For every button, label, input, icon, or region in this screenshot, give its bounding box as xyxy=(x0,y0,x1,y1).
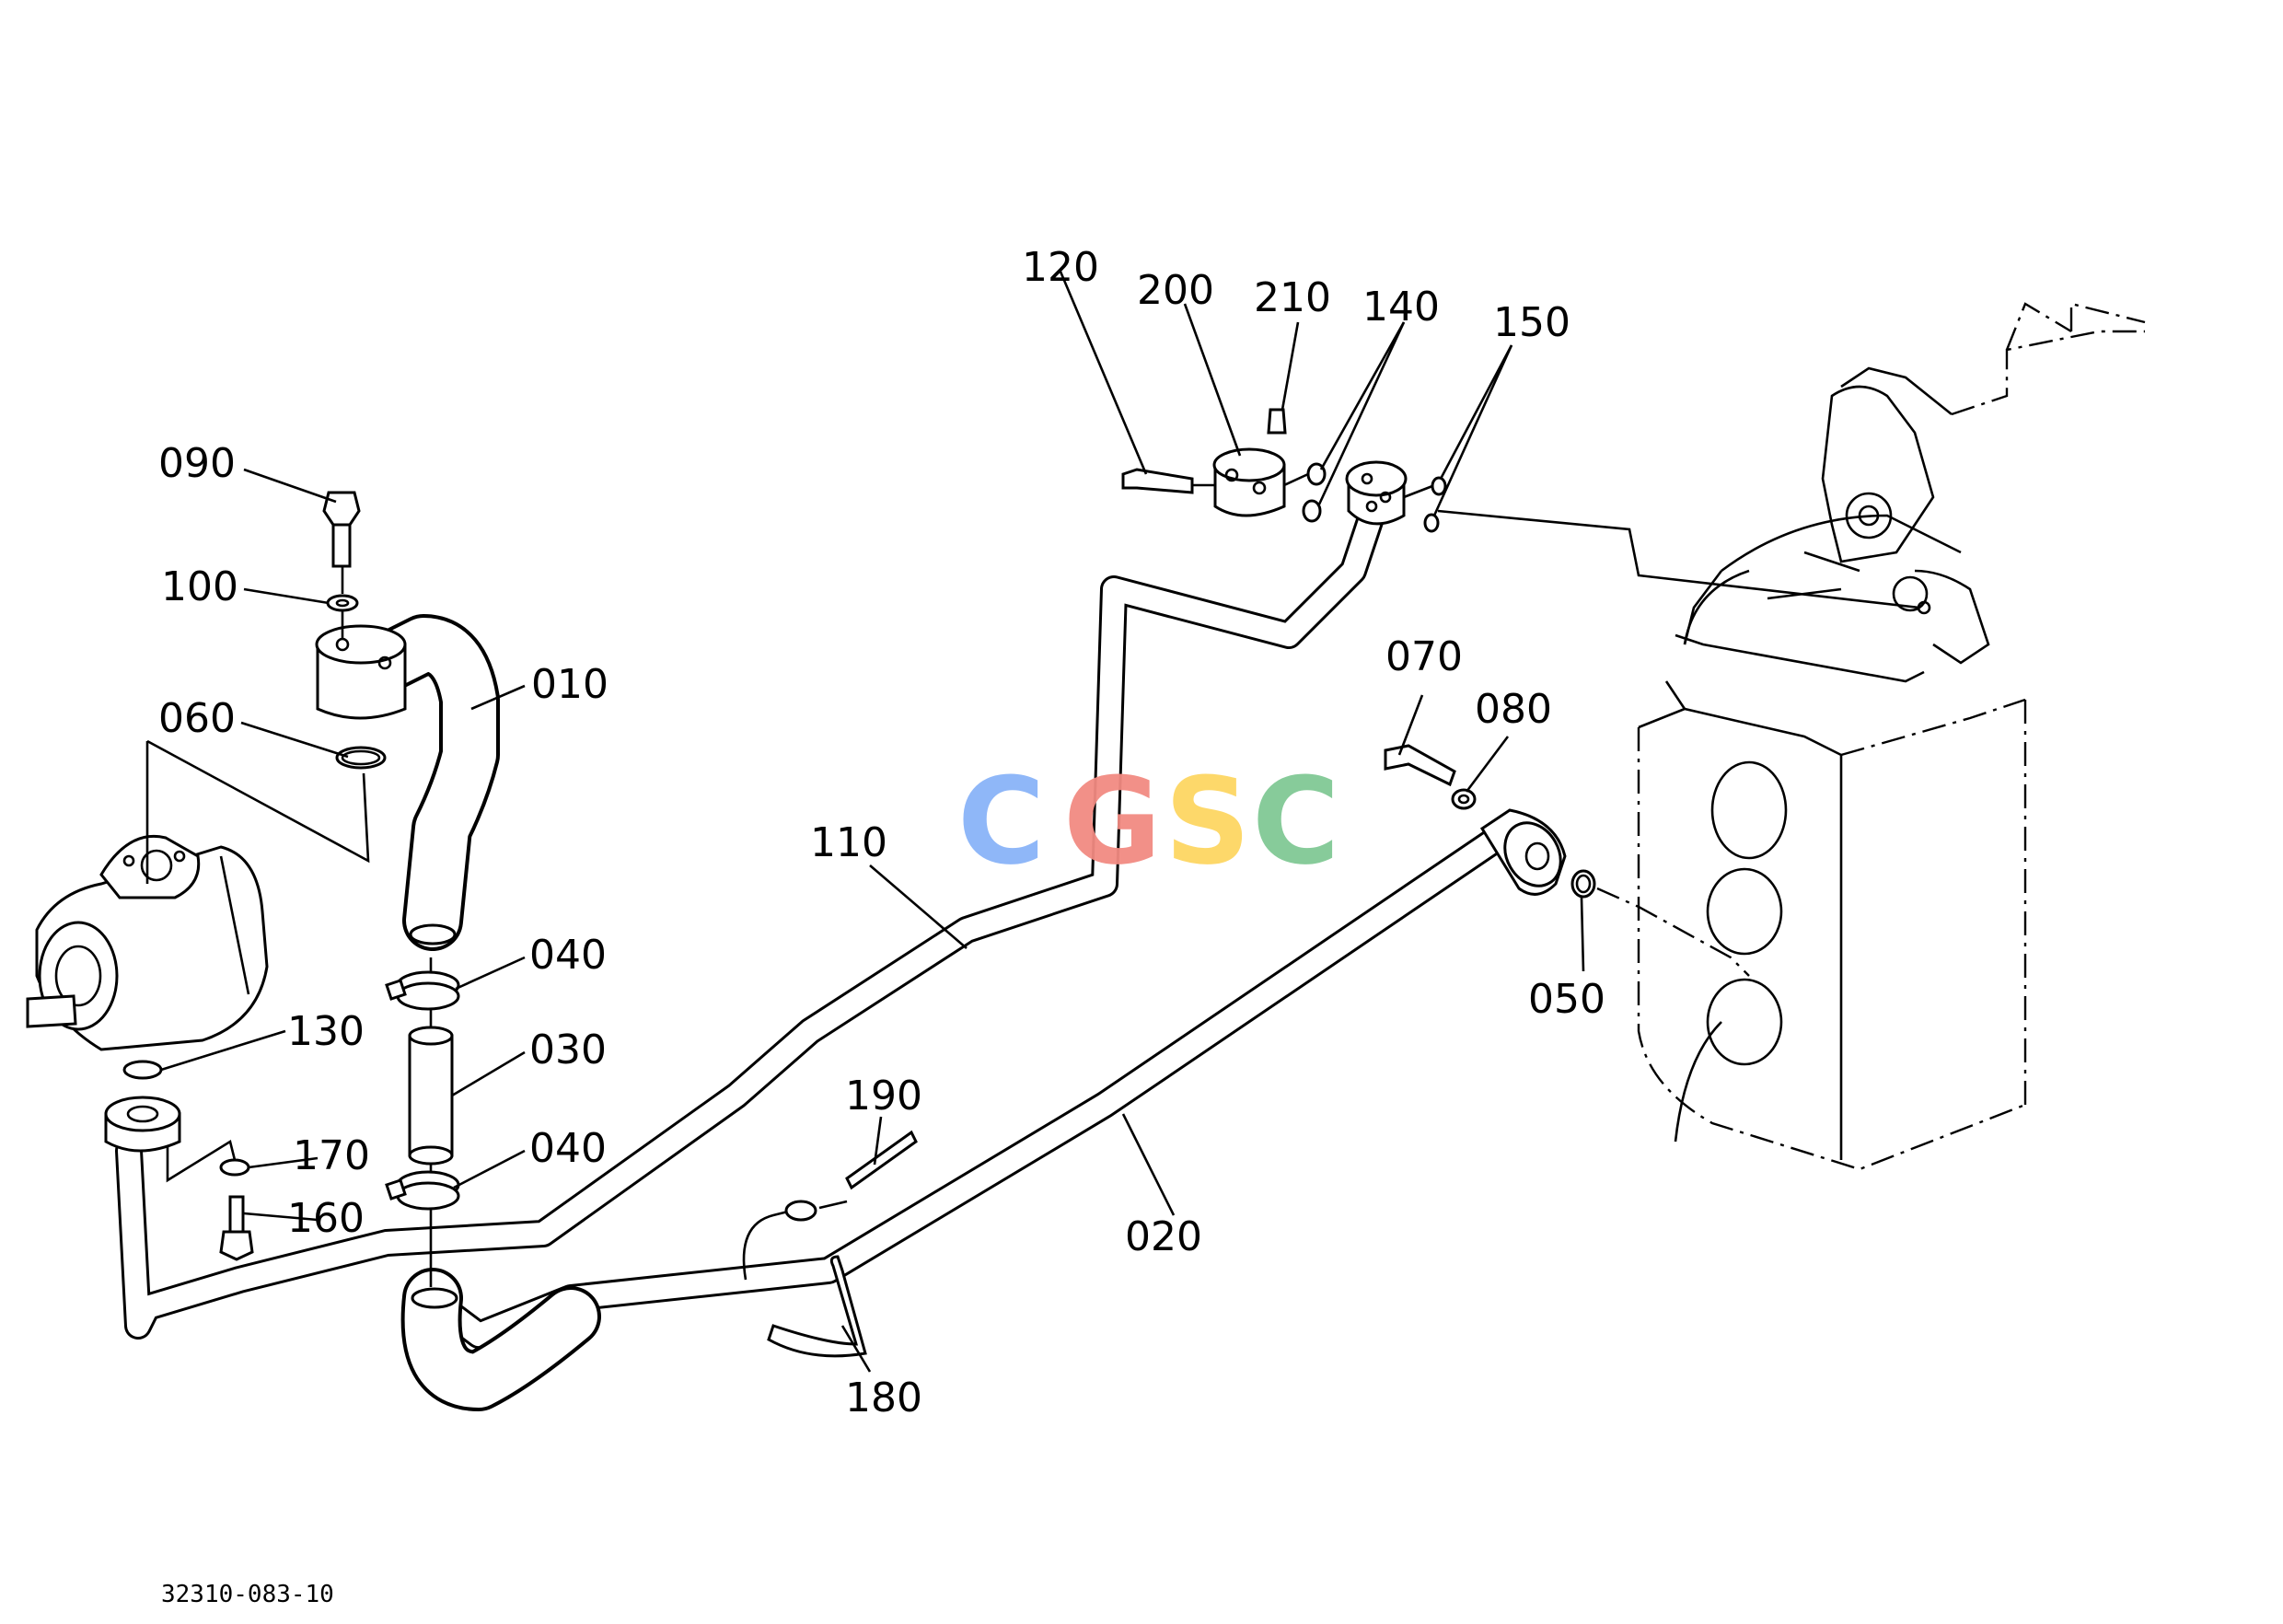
clip-and-band xyxy=(742,1130,918,1358)
watermark-letter-s: S xyxy=(1165,751,1251,891)
drawing-code: 32310-083-10 xyxy=(161,1581,334,1608)
hydraulic-pump xyxy=(26,834,269,1051)
callout-010: 010 xyxy=(531,661,608,708)
callout-050: 050 xyxy=(1528,976,1605,1023)
callout-080: 080 xyxy=(1475,686,1552,733)
callout-030: 030 xyxy=(529,1027,607,1073)
pipe-020 xyxy=(428,829,1505,1349)
callout-130: 130 xyxy=(287,1008,365,1055)
callout-040-upper: 040 xyxy=(529,932,607,979)
callout-200: 200 xyxy=(1137,267,1214,314)
callout-labels: 120 200 210 140 150 090 100 010 060 070 … xyxy=(158,244,1605,1421)
hose-clamps xyxy=(385,957,460,1287)
callout-060: 060 xyxy=(158,695,236,742)
callout-170: 170 xyxy=(293,1132,370,1179)
adapter-block-lower xyxy=(104,1060,254,1261)
watermark-letter-c1: C xyxy=(957,751,1045,891)
callout-100: 100 xyxy=(161,563,238,610)
watermark-letter-g: G xyxy=(1063,751,1162,891)
callout-140: 140 xyxy=(1362,284,1440,331)
callout-150: 150 xyxy=(1493,299,1570,346)
transmission-housing xyxy=(1637,302,2146,1171)
callout-070: 070 xyxy=(1385,633,1463,680)
hose-010 xyxy=(356,614,601,1411)
callout-110: 110 xyxy=(810,819,887,866)
callout-190: 190 xyxy=(845,1073,922,1119)
leader-lines xyxy=(160,271,1585,1373)
top-fitting-assembly xyxy=(1121,408,1920,609)
callout-020: 020 xyxy=(1125,1213,1202,1260)
banjo-fitting xyxy=(1384,744,1750,977)
callout-090: 090 xyxy=(158,440,236,487)
pipe-110 xyxy=(115,502,1385,1340)
watermark-letter-c2: C xyxy=(1252,751,1339,891)
callout-120: 120 xyxy=(1022,244,1099,291)
cgsc-watermark-logo: C G S C xyxy=(957,751,1339,891)
callout-040-lower: 040 xyxy=(529,1125,607,1172)
adapter-block-upper xyxy=(145,491,407,884)
callout-180: 180 xyxy=(845,1375,922,1421)
callout-160: 160 xyxy=(287,1195,365,1242)
callout-210: 210 xyxy=(1254,274,1331,321)
